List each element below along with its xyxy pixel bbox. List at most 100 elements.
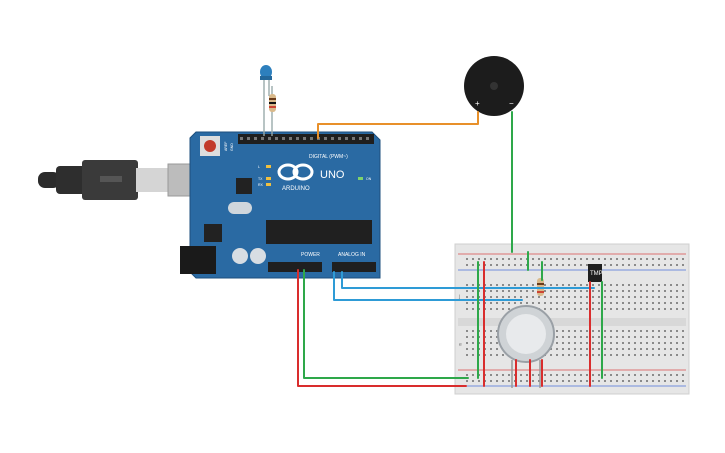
breadboard-hole[interactable] xyxy=(658,296,660,298)
breadboard-hole[interactable] xyxy=(670,258,672,260)
breadboard-hole[interactable] xyxy=(640,354,642,356)
breadboard-hole[interactable] xyxy=(580,342,582,344)
breadboard-hole[interactable] xyxy=(580,336,582,338)
breadboard-hole[interactable] xyxy=(502,258,504,260)
breadboard-hole[interactable] xyxy=(484,258,486,260)
breadboard-hole[interactable] xyxy=(652,342,654,344)
breadboard-hole[interactable] xyxy=(604,354,606,356)
breadboard-hole[interactable] xyxy=(586,330,588,332)
breadboard-hole[interactable] xyxy=(682,284,684,286)
breadboard-hole[interactable] xyxy=(520,380,522,382)
breadboard-hole[interactable] xyxy=(574,330,576,332)
breadboard-hole[interactable] xyxy=(466,348,468,350)
breadboard-hole[interactable] xyxy=(670,348,672,350)
breadboard-hole[interactable] xyxy=(514,264,516,266)
breadboard-hole[interactable] xyxy=(568,354,570,356)
breadboard-hole[interactable] xyxy=(490,302,492,304)
breadboard-hole[interactable] xyxy=(502,296,504,298)
breadboard-hole[interactable] xyxy=(496,290,498,292)
breadboard-hole[interactable] xyxy=(562,284,564,286)
breadboard-hole[interactable] xyxy=(634,290,636,292)
breadboard-hole[interactable] xyxy=(640,348,642,350)
breadboard-hole[interactable] xyxy=(640,290,642,292)
breadboard-hole[interactable] xyxy=(544,380,546,382)
breadboard-hole[interactable] xyxy=(628,374,630,376)
breadboard-hole[interactable] xyxy=(532,374,534,376)
breadboard-hole[interactable] xyxy=(550,380,552,382)
breadboard-hole[interactable] xyxy=(538,258,540,260)
breadboard-hole[interactable] xyxy=(496,296,498,298)
breadboard-hole[interactable] xyxy=(466,308,468,310)
breadboard-hole[interactable] xyxy=(658,342,660,344)
breadboard-hole[interactable] xyxy=(490,354,492,356)
breadboard-hole[interactable] xyxy=(598,284,600,286)
breadboard-hole[interactable] xyxy=(496,374,498,376)
breadboard-hole[interactable] xyxy=(664,264,666,266)
breadboard-hole[interactable] xyxy=(562,302,564,304)
breadboard-hole[interactable] xyxy=(634,336,636,338)
breadboard-hole[interactable] xyxy=(592,348,594,350)
breadboard-hole[interactable] xyxy=(628,330,630,332)
breadboard-hole[interactable] xyxy=(562,296,564,298)
breadboard-hole[interactable] xyxy=(592,308,594,310)
breadboard-hole[interactable] xyxy=(580,348,582,350)
breadboard-hole[interactable] xyxy=(664,308,666,310)
breadboard-hole[interactable] xyxy=(472,296,474,298)
breadboard-hole[interactable] xyxy=(628,290,630,292)
breadboard-hole[interactable] xyxy=(556,296,558,298)
header-pin[interactable] xyxy=(366,137,369,140)
breadboard-hole[interactable] xyxy=(574,336,576,338)
breadboard-hole[interactable] xyxy=(670,330,672,332)
breadboard-hole[interactable] xyxy=(508,308,510,310)
breadboard-hole[interactable] xyxy=(574,348,576,350)
breadboard-hole[interactable] xyxy=(658,380,660,382)
breadboard-hole[interactable] xyxy=(556,302,558,304)
breadboard-hole[interactable] xyxy=(496,354,498,356)
breadboard-hole[interactable] xyxy=(580,308,582,310)
breadboard-hole[interactable] xyxy=(586,374,588,376)
breadboard-hole[interactable] xyxy=(520,296,522,298)
breadboard-hole[interactable] xyxy=(622,342,624,344)
breadboard-hole[interactable] xyxy=(556,354,558,356)
breadboard-hole[interactable] xyxy=(682,374,684,376)
breadboard-hole[interactable] xyxy=(676,308,678,310)
breadboard-hole[interactable] xyxy=(682,258,684,260)
breadboard-hole[interactable] xyxy=(610,374,612,376)
breadboard-hole[interactable] xyxy=(466,354,468,356)
breadboard-hole[interactable] xyxy=(496,342,498,344)
header-pin[interactable] xyxy=(240,137,243,140)
breadboard-hole[interactable] xyxy=(466,342,468,344)
breadboard-hole[interactable] xyxy=(544,302,546,304)
header-pin[interactable] xyxy=(275,137,278,140)
breadboard-hole[interactable] xyxy=(628,258,630,260)
breadboard-hole[interactable] xyxy=(562,290,564,292)
breadboard-hole[interactable] xyxy=(628,336,630,338)
breadboard-hole[interactable] xyxy=(658,290,660,292)
breadboard-hole[interactable] xyxy=(622,330,624,332)
breadboard-hole[interactable] xyxy=(586,296,588,298)
breadboard-hole[interactable] xyxy=(664,258,666,260)
breadboard-hole[interactable] xyxy=(508,374,510,376)
breadboard-hole[interactable] xyxy=(472,302,474,304)
breadboard-hole[interactable] xyxy=(562,354,564,356)
breadboard-hole[interactable] xyxy=(592,284,594,286)
header-pin[interactable] xyxy=(331,137,334,140)
header-pin[interactable] xyxy=(359,137,362,140)
breadboard-hole[interactable] xyxy=(598,348,600,350)
breadboard-hole[interactable] xyxy=(532,302,534,304)
breadboard-hole[interactable] xyxy=(658,284,660,286)
breadboard-hole[interactable] xyxy=(664,348,666,350)
breadboard-hole[interactable] xyxy=(616,258,618,260)
breadboard-hole[interactable] xyxy=(568,308,570,310)
breadboard-hole[interactable] xyxy=(592,342,594,344)
breadboard-hole[interactable] xyxy=(472,284,474,286)
breadboard-hole[interactable] xyxy=(604,308,606,310)
breadboard-hole[interactable] xyxy=(658,354,660,356)
breadboard-hole[interactable] xyxy=(628,302,630,304)
breadboard-hole[interactable] xyxy=(556,284,558,286)
header-pin[interactable] xyxy=(345,137,348,140)
breadboard-hole[interactable] xyxy=(490,336,492,338)
breadboard-hole[interactable] xyxy=(616,336,618,338)
breadboard-hole[interactable] xyxy=(640,342,642,344)
breadboard-hole[interactable] xyxy=(676,284,678,286)
